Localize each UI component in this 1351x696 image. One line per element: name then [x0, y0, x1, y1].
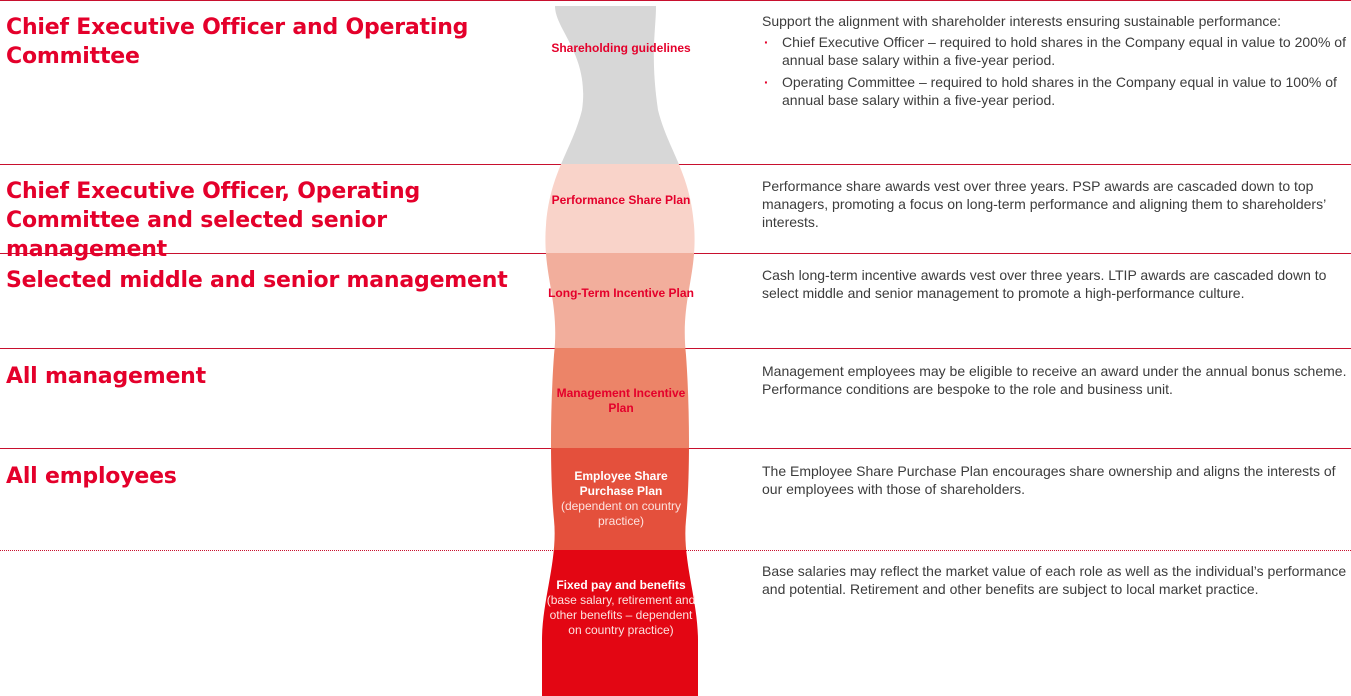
row-heading-ceo-opco: Chief Executive Officer and Operating Co…	[6, 15, 469, 69]
tier-band-performance-share-plan	[542, 164, 698, 253]
row-heading-ceo-opco-senior: Chief Executive Officer, Operating Commi…	[6, 179, 421, 262]
list-item: · Operating Committee – required to hold …	[762, 73, 1347, 109]
description-text: Support the alignment with shareholder i…	[762, 13, 1282, 29]
tier-subtitle: (base salary, retirement and other benef…	[546, 593, 696, 637]
row-description-fixed-pay: Base salaries may reflect the market val…	[762, 563, 1347, 597]
row-description-psp: Performance share awards vest over three…	[762, 178, 1326, 230]
row-description-ltip: Cash long-term incentive awards vest ove…	[762, 267, 1327, 301]
row-description-shareholding: Support the alignment with shareholder i…	[762, 12, 1347, 113]
bullet-text: Operating Committee – required to hold s…	[782, 74, 1337, 108]
row-heading-middle-senior: Selected middle and senior management	[6, 268, 508, 293]
bullet-icon: ·	[764, 74, 769, 90]
bullet-text: Chief Executive Officer – required to ho…	[782, 34, 1346, 68]
tier-label-management-incentive-plan: Management Incentive Plan	[546, 386, 696, 416]
list-item: · Chief Executive Officer – required to h…	[762, 33, 1347, 69]
bullet-icon: ·	[764, 34, 769, 50]
tier-title: Management Incentive Plan	[556, 386, 686, 415]
divider-top	[0, 0, 1351, 1]
tier-band-management-incentive-plan	[542, 348, 698, 448]
tier-label-long-term-incentive-plan: Long-Term Incentive Plan	[546, 286, 696, 301]
tier-label-fixed-pay-and-benefits: Fixed pay and benefits (base salary, ret…	[546, 578, 696, 638]
tier-band-employee-share-purchase-plan	[542, 448, 698, 550]
tier-title: Performance Share Plan	[551, 193, 691, 207]
tier-band-fixed-pay	[542, 550, 698, 696]
tier-band-long-term-incentive-plan	[542, 253, 698, 348]
bullet-list: · Chief Executive Officer – required to h…	[762, 33, 1347, 109]
tier-label-shareholding-guidelines: Shareholding guidelines	[546, 41, 696, 56]
tier-title: Fixed pay and benefits	[556, 578, 686, 592]
tier-label-performance-share-plan: Performance Share Plan	[546, 193, 696, 208]
row-heading-all-employees: All employees	[6, 464, 177, 489]
tier-title: Employee Share Purchase Plan	[574, 469, 668, 498]
row-heading-all-management: All management	[6, 364, 206, 389]
tier-subtitle: (dependent on country practice)	[560, 499, 682, 528]
row-description-mip: Management employees may be eligible to …	[762, 363, 1347, 397]
tier-title: Shareholding guidelines	[551, 41, 691, 55]
tier-title: Long-Term Incentive Plan	[548, 286, 694, 300]
bottle-diagram	[542, 6, 698, 696]
tier-band-shareholding	[542, 6, 698, 164]
row-description-espp: The Employee Share Purchase Plan encoura…	[762, 463, 1336, 497]
tier-label-employee-share-purchase-plan: Employee Share Purchase Plan (dependent …	[546, 469, 696, 529]
